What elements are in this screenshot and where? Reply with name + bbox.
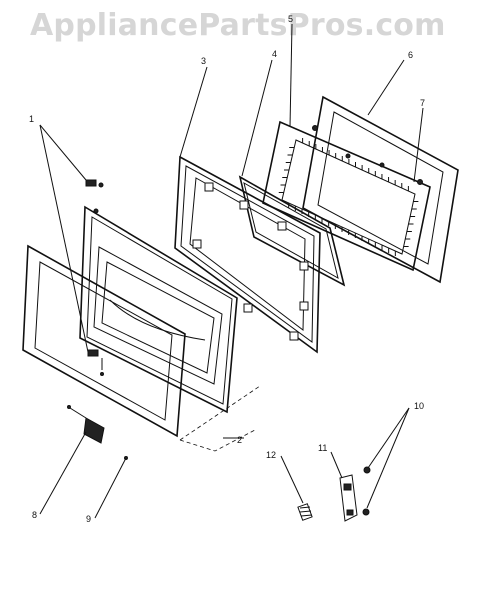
callout-10: 10 (414, 401, 424, 411)
frame-clip (289, 331, 299, 341)
screw-dot (379, 162, 385, 168)
callout-6: 6 (408, 50, 413, 60)
part-8-latch (67, 405, 128, 460)
hinge-block (87, 349, 99, 357)
frame-clip (299, 301, 309, 311)
gasket-perforations (278, 138, 419, 256)
leader-lines (39, 23, 424, 519)
part-4-inner-glass (238, 175, 346, 287)
bracket-detail (346, 509, 354, 516)
callout-4: 4 (272, 49, 277, 59)
frame-clip (204, 182, 214, 192)
watermark: AppliancePartsPros.com (30, 8, 446, 43)
screw-dot (417, 179, 423, 185)
part-1-hinge (85, 179, 104, 376)
callout-1: 1 (29, 114, 34, 124)
callout-9: 9 (86, 514, 91, 524)
callout-12: 12 (266, 450, 276, 460)
part-3-choke-frame (174, 155, 321, 354)
part-5-gasket-frame (262, 120, 431, 272)
hinge-block (85, 179, 97, 187)
part-2-door-frame (22, 244, 261, 452)
callout-7: 7 (420, 98, 425, 108)
callout-labels: 1 2 3 4 5 6 7 8 9 10 11 12 (29, 14, 425, 524)
part-10-screws (362, 466, 371, 516)
callout-5: 5 (288, 14, 293, 24)
hinge-screw (100, 372, 104, 376)
callout-2: 2 (237, 435, 242, 445)
frame-clip (192, 239, 202, 249)
callout-8: 8 (32, 510, 37, 520)
frame-clip (243, 303, 253, 313)
callout-11: 11 (318, 443, 327, 453)
hinge-screw (98, 182, 104, 188)
part-11-bracket (339, 474, 358, 522)
door-panel (79, 205, 238, 414)
screw-dot (93, 208, 99, 214)
callout-3: 3 (201, 56, 206, 66)
frame-clip (299, 261, 309, 271)
bracket-detail (343, 483, 352, 491)
frame-clip (239, 200, 249, 210)
frame-clip (277, 221, 287, 231)
screw-dot (312, 125, 318, 131)
screw-dot (345, 153, 351, 159)
part-12-spring (297, 503, 313, 521)
part-6-outer-window (302, 95, 459, 284)
